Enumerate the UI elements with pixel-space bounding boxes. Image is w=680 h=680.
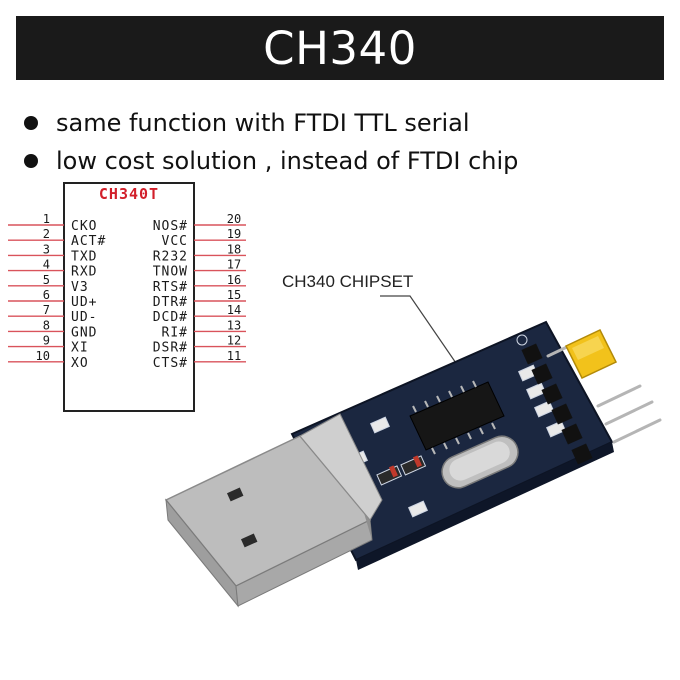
pin-name: CTS# xyxy=(153,356,188,371)
header-pins xyxy=(521,334,662,465)
pin-name: R232 xyxy=(153,249,188,264)
chip-name-label: CH340T xyxy=(99,185,159,203)
pin-number: 16 xyxy=(227,273,241,287)
pin-number: 19 xyxy=(227,227,241,241)
ch340-ic-chip xyxy=(409,380,505,455)
pin-number: 13 xyxy=(227,318,241,332)
pin-name: TXD xyxy=(71,249,97,264)
pin-name: DSR# xyxy=(153,341,188,356)
pin-number: 2 xyxy=(43,227,50,241)
banner-title: CH340 xyxy=(263,21,417,75)
pin-number: 20 xyxy=(227,212,241,226)
smd-components xyxy=(347,364,567,518)
chip-outline xyxy=(63,182,195,412)
pin-name: VCC xyxy=(162,234,188,249)
pin-number: 7 xyxy=(43,303,50,317)
feature-item: low cost solution , instead of FTDI chip xyxy=(20,142,660,180)
pin-name: GND xyxy=(71,325,97,340)
pin-number: 11 xyxy=(227,349,241,363)
pin-number: 6 xyxy=(43,288,50,302)
pin-number: 4 xyxy=(43,258,50,272)
pin-name: RTS# xyxy=(153,280,188,295)
pin-name: ACT# xyxy=(71,234,106,249)
pin-name: DTR# xyxy=(153,295,188,310)
feature-text: same function with FTDI TTL serial xyxy=(56,109,470,137)
feature-item: same function with FTDI TTL serial xyxy=(20,104,660,142)
pin-name: RXD xyxy=(71,265,97,280)
bullet-icon xyxy=(24,116,38,130)
chipset-callout-label: CH340 CHIPSET xyxy=(282,272,414,291)
title-banner: CH340 xyxy=(16,16,664,80)
pin-number: 10 xyxy=(36,349,50,363)
crystal-oscillator xyxy=(441,435,519,489)
pin-name: XO xyxy=(71,356,89,371)
right-pin-group: 20NOS#19VCC18R23217TNOW16RTS#15DTR#14DCD… xyxy=(153,212,246,371)
pin-name: XI xyxy=(71,341,89,356)
callout-leader-line xyxy=(380,295,459,367)
pin-name: UD+ xyxy=(71,295,97,310)
pin-name: DCD# xyxy=(153,310,188,325)
pin-number: 15 xyxy=(227,288,241,302)
jumper-cap xyxy=(564,329,618,379)
pin-number: 17 xyxy=(227,258,241,272)
pin-number: 3 xyxy=(43,242,50,256)
pin-number: 14 xyxy=(227,303,241,317)
pin-number: 18 xyxy=(227,242,241,256)
pin-number: 5 xyxy=(43,273,50,287)
feature-list: same function with FTDI TTL serial low c… xyxy=(20,104,660,180)
pin-name: CKO xyxy=(71,219,97,234)
pin-number: 9 xyxy=(43,334,50,348)
pin-number: 8 xyxy=(43,318,50,332)
pin-name: NOS# xyxy=(153,219,188,234)
pcb-board xyxy=(290,320,662,570)
feature-text: low cost solution , instead of FTDI chip xyxy=(56,147,519,175)
pin-name: TNOW xyxy=(153,265,188,280)
pin-number: 12 xyxy=(227,334,241,348)
usb-a-connector xyxy=(164,413,383,608)
diode-components xyxy=(376,455,427,486)
bullet-icon xyxy=(24,154,38,168)
pin-name: UD- xyxy=(71,310,97,325)
pin-name: RI# xyxy=(162,325,188,340)
pin-number: 1 xyxy=(43,212,50,226)
pin-name: V3 xyxy=(71,280,89,295)
